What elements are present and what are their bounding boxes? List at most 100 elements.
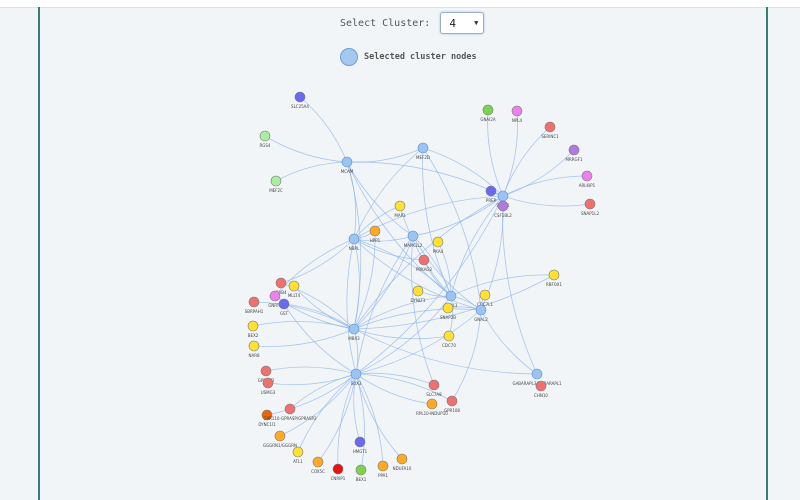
node-circle[interactable] (270, 175, 282, 187)
node-circle[interactable] (432, 236, 444, 248)
node-ppa1[interactable]: PPA1 (377, 460, 389, 478)
node-mef2d[interactable]: MEF2D (416, 142, 430, 160)
node-hpp1[interactable]: HPP1 (369, 225, 381, 243)
node-circle[interactable] (568, 144, 580, 156)
node-circle[interactable] (294, 91, 306, 103)
node-serinc1[interactable]: SERINC1 (541, 121, 559, 139)
node-circle[interactable] (348, 323, 360, 335)
node-cnrip1[interactable]: CNRIP1 (331, 463, 346, 481)
node-prkag2[interactable]: PRKAG2 (416, 254, 433, 272)
node-atl1[interactable]: ATL1 (292, 446, 304, 464)
node-mapk1l2[interactable]: MAPK1L2 (404, 230, 423, 248)
node-sox3[interactable]: SOX3 (350, 368, 362, 386)
node-circle[interactable] (269, 290, 281, 302)
node-circle[interactable] (418, 254, 430, 266)
node-gnal2[interactable]: GNAL2 (474, 304, 488, 322)
node-gst[interactable]: GST (278, 298, 290, 316)
node-circle[interactable] (544, 121, 556, 133)
node-circle[interactable] (348, 233, 360, 245)
node-nar8[interactable]: NAR8 (248, 340, 260, 358)
node-circle[interactable] (377, 460, 389, 472)
node-circle[interactable] (355, 464, 367, 476)
node-circle[interactable] (284, 403, 296, 415)
node-circle[interactable] (482, 104, 494, 116)
node-circle[interactable] (350, 368, 362, 380)
node-bex1[interactable]: BEX1 (355, 464, 367, 482)
node-rpl10-indup10[interactable]: RPL10-INDUP10 (416, 398, 448, 416)
node-prep[interactable]: PREP (485, 185, 497, 203)
node-mef2c[interactable]: MEF2C (269, 175, 283, 193)
node-circle[interactable] (442, 302, 454, 314)
node-gpr108[interactable]: GPR108 (444, 395, 460, 413)
node-bex2[interactable]: BEX2 (247, 320, 259, 338)
node-gggrn1-gggrn[interactable]: GGGRN1/GGGRN (263, 430, 297, 448)
node-circle[interactable] (581, 170, 593, 182)
node-cdc7l1[interactable]: CDC7L1 (477, 289, 493, 307)
node-circle[interactable] (497, 190, 509, 202)
node-circle[interactable] (288, 280, 300, 292)
node-arl6ip1[interactable]: ARL6IP1 (579, 170, 596, 188)
node-circle[interactable] (548, 269, 560, 281)
node-circle[interactable] (407, 230, 419, 242)
node-circle[interactable] (261, 409, 273, 421)
node-chn10[interactable]: CHN10 (534, 380, 548, 398)
node-cox5c[interactable]: COX5C (311, 456, 325, 474)
node-circle[interactable] (426, 398, 438, 410)
node-circle[interactable] (248, 340, 260, 352)
node-circle[interactable] (259, 130, 271, 142)
node-npl4[interactable]: NPL4 (511, 105, 523, 123)
node-csf1bl2[interactable]: CSF1BL2 (494, 200, 512, 218)
node-circle[interactable] (396, 453, 408, 465)
node-cdc70[interactable]: CDC70 (442, 330, 456, 348)
node-circle[interactable] (262, 377, 274, 389)
node-circle[interactable] (247, 320, 259, 332)
node-pka4[interactable]: PKA4 (432, 236, 444, 254)
node-circle[interactable] (584, 198, 596, 210)
node-circle[interactable] (248, 296, 260, 308)
node-circle[interactable] (332, 463, 344, 475)
cluster-select[interactable]: 4 ▼ (440, 12, 485, 34)
node-gnrt1[interactable]: GNRT1 (268, 290, 282, 308)
node-circle[interactable] (354, 436, 366, 448)
node-slc25a4[interactable]: SLC25A4 (291, 91, 309, 109)
node-gab4[interactable]: GAB4 (275, 277, 287, 295)
node-gnai2a[interactable]: GNAI2A (480, 104, 496, 122)
node-circle[interactable] (446, 395, 458, 407)
node-circle[interactable] (292, 446, 304, 458)
node-circle[interactable] (341, 156, 353, 168)
node-circle[interactable] (445, 290, 457, 302)
node-nbpl[interactable]: NBPL (348, 233, 360, 251)
node-usmg3[interactable]: USMG3 (261, 377, 276, 395)
node-circle[interactable] (479, 289, 491, 301)
node-circle[interactable] (531, 368, 543, 380)
node-circle[interactable] (511, 105, 523, 117)
node-circle[interactable] (274, 430, 286, 442)
node-rgs4[interactable]: RGS4 (259, 130, 271, 148)
node-circle[interactable] (260, 365, 272, 377)
node-slc7a8[interactable]: SLC7A8 (426, 379, 442, 397)
node-circle[interactable] (278, 298, 290, 310)
node-mrrgf1[interactable]: MRRGF1 (566, 144, 583, 162)
node-dync1i1[interactable]: DYNC1I1 (258, 409, 276, 427)
node-circle[interactable] (312, 456, 324, 468)
node-ndufa10[interactable]: NDUFA10 (393, 453, 412, 471)
node-circle[interactable] (417, 142, 429, 154)
node-rbfox1[interactable]: RBFOX1 (546, 269, 562, 287)
node-sbrpah1[interactable]: SBRPAH1 (245, 296, 264, 314)
node-hmgt1[interactable]: HMGT1 (353, 436, 368, 454)
node-map1[interactable]: MAP1 (394, 200, 406, 218)
node-circle[interactable] (369, 225, 381, 237)
node-circle[interactable] (275, 277, 287, 289)
node-circle[interactable] (443, 330, 455, 342)
node-circle[interactable] (475, 304, 487, 316)
node-mllt4[interactable]: MLLT4 (288, 280, 301, 298)
node-mbx3[interactable]: MBX3 (348, 323, 360, 341)
node-circle[interactable] (497, 200, 509, 212)
node-mcam[interactable]: MCAM (341, 156, 354, 174)
node-circle[interactable] (535, 380, 547, 392)
node-circle[interactable] (394, 200, 406, 212)
node-circle[interactable] (485, 185, 497, 197)
node-snap1l2[interactable]: SNAP1L2 (581, 198, 599, 216)
node-snap2b[interactable]: SNAP2B (440, 302, 456, 320)
